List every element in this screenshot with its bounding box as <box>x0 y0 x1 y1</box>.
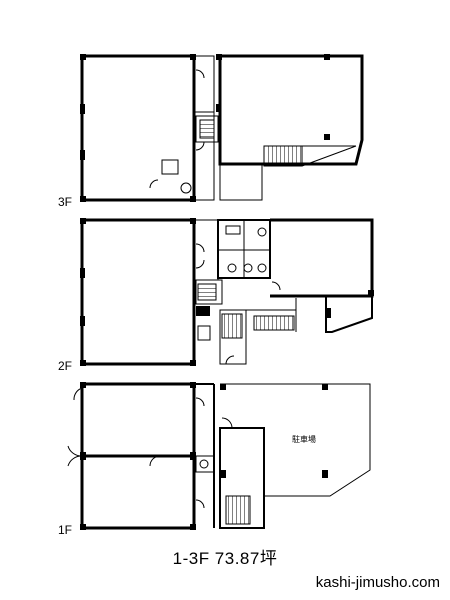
floor-1f-plan <box>67 382 371 530</box>
floor-label-3f: 3F <box>58 195 73 209</box>
room-3f-right <box>218 54 364 166</box>
room-1f-front <box>80 382 196 458</box>
floor-2f-plan <box>80 218 374 366</box>
room-2f-right <box>270 218 374 298</box>
stairs-3f <box>263 145 303 167</box>
columns-1f <box>80 382 328 530</box>
room-2f-left <box>80 218 196 366</box>
parking-label: 駐車場 <box>292 435 316 444</box>
stairs-2f <box>221 313 243 339</box>
parking-area <box>220 383 371 497</box>
balcony-2f <box>325 295 373 333</box>
stairs-1f <box>225 495 251 525</box>
floor-label-2f: 2F <box>58 359 73 373</box>
columns-2f <box>80 218 374 366</box>
room-3f-left <box>80 54 196 202</box>
columns-3f <box>80 54 330 202</box>
floor-3f-plan <box>80 54 364 202</box>
area-caption: 1-3F 73.87坪 <box>172 549 278 568</box>
balcony-3f <box>219 163 263 201</box>
toilet-3f <box>161 159 179 175</box>
floor-label-1f: 1F <box>58 523 73 537</box>
room-1f-rear <box>80 454 196 530</box>
website-label: kashi-jimusho.com <box>315 574 440 591</box>
